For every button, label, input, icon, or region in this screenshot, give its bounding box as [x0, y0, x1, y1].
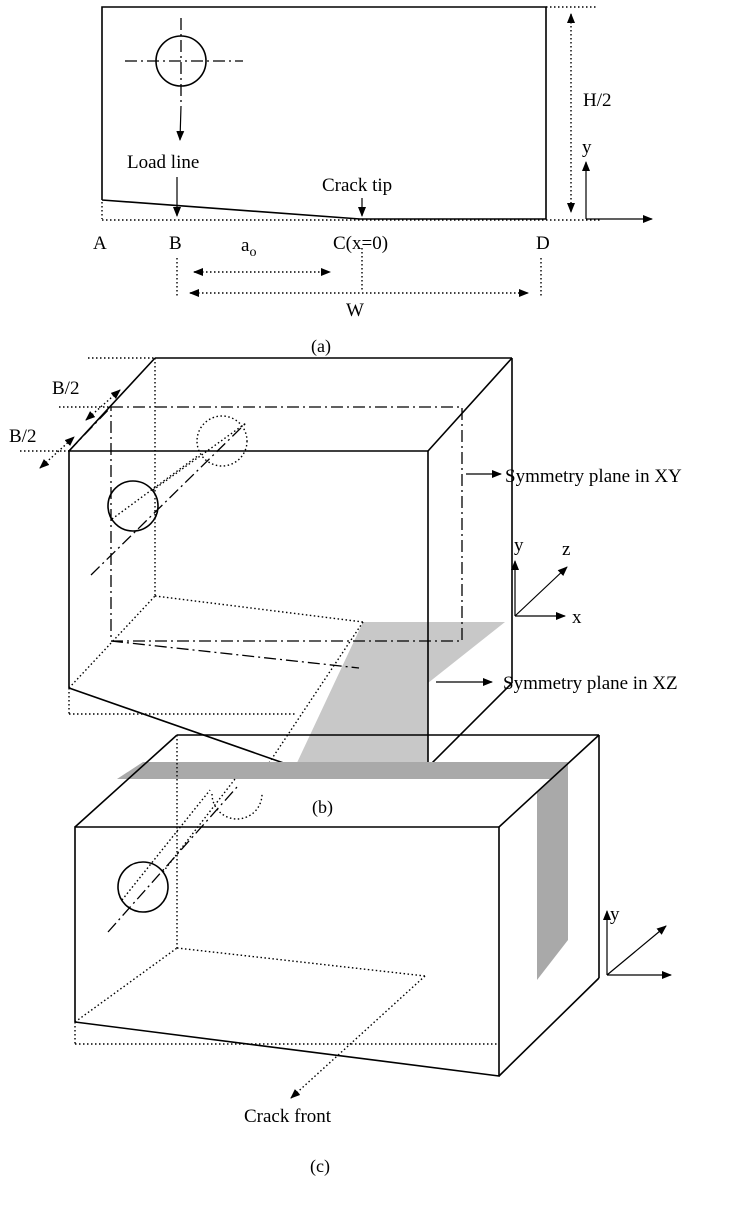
hidden-crack-back-c — [176, 947, 426, 977]
hidden-bottom-left — [68, 595, 156, 689]
a0-main: a — [241, 235, 250, 256]
loading-hole — [125, 18, 243, 141]
axes-a: y — [582, 137, 653, 223]
top-right-edge — [427, 357, 513, 452]
symmetry-xy-label: Symmetry plane in XY — [505, 466, 682, 487]
y-axis-label-b: y — [514, 535, 524, 556]
a0-sub: o — [249, 245, 256, 260]
top-left-edge — [68, 357, 156, 452]
top-right-edge-c — [498, 734, 600, 828]
front-face — [68, 450, 429, 768]
crack-tip-label: Crack tip — [322, 175, 392, 196]
specimen-outline — [101, 6, 547, 220]
point-b-label: B — [169, 233, 182, 254]
xy-plane-diagonal-top — [68, 406, 112, 452]
loading-pin-hole-c — [107, 778, 263, 933]
z-axis-label-b: z — [562, 539, 570, 560]
front-face-c — [74, 826, 500, 1077]
axes-b: y z x — [511, 535, 582, 628]
panel-a: Load line Crack tip H/2 y A B C(x=0) D a… — [93, 6, 653, 357]
a0-label: ao — [241, 235, 256, 260]
top-left-edge-c — [74, 734, 178, 828]
y-axis-label-c: y — [610, 904, 620, 925]
half-height-label: H/2 — [583, 90, 612, 111]
point-c-label: C(x=0) — [333, 233, 388, 254]
panel-c: y Crack front (c) — [74, 734, 672, 1177]
hidden-crack-front-c — [290, 975, 426, 1099]
symmetry-xz-label: Symmetry plane in XZ — [503, 673, 678, 694]
point-a-label: A — [93, 233, 107, 254]
xy-plane-crack-line — [110, 640, 360, 669]
half-thickness-label-bottom: B/2 — [9, 426, 36, 447]
caption-c: (c) — [310, 1156, 330, 1177]
axes-c: y — [603, 904, 672, 979]
y-axis-label-a: y — [582, 137, 592, 158]
hidden-crack-front-line — [258, 621, 364, 779]
xz-symmetry-plane — [295, 622, 505, 767]
loading-pin-hole-b — [90, 415, 248, 576]
xy-symmetry-plane — [110, 406, 463, 642]
caption-a: (a) — [311, 336, 331, 357]
width-label: W — [346, 300, 364, 321]
side-symmetry-band — [537, 762, 568, 980]
panel-b: B/2 B/2 Symmetry plane in XY Symmetry pl… — [9, 357, 682, 818]
bottom-right-edge — [427, 682, 513, 768]
caption-b: (b) — [312, 797, 333, 818]
top-symmetry-band — [117, 762, 568, 779]
x-axis-label-b: x — [572, 607, 582, 628]
bottom-right-edge-c — [498, 977, 600, 1077]
point-d-label: D — [536, 233, 550, 254]
hidden-crack-back-line — [154, 595, 364, 623]
half-thickness-label-top: B/2 — [52, 378, 79, 399]
load-line-label: Load line — [127, 152, 199, 173]
hidden-bottom-left-c — [74, 947, 178, 1023]
crack-front-label: Crack front — [244, 1106, 332, 1127]
